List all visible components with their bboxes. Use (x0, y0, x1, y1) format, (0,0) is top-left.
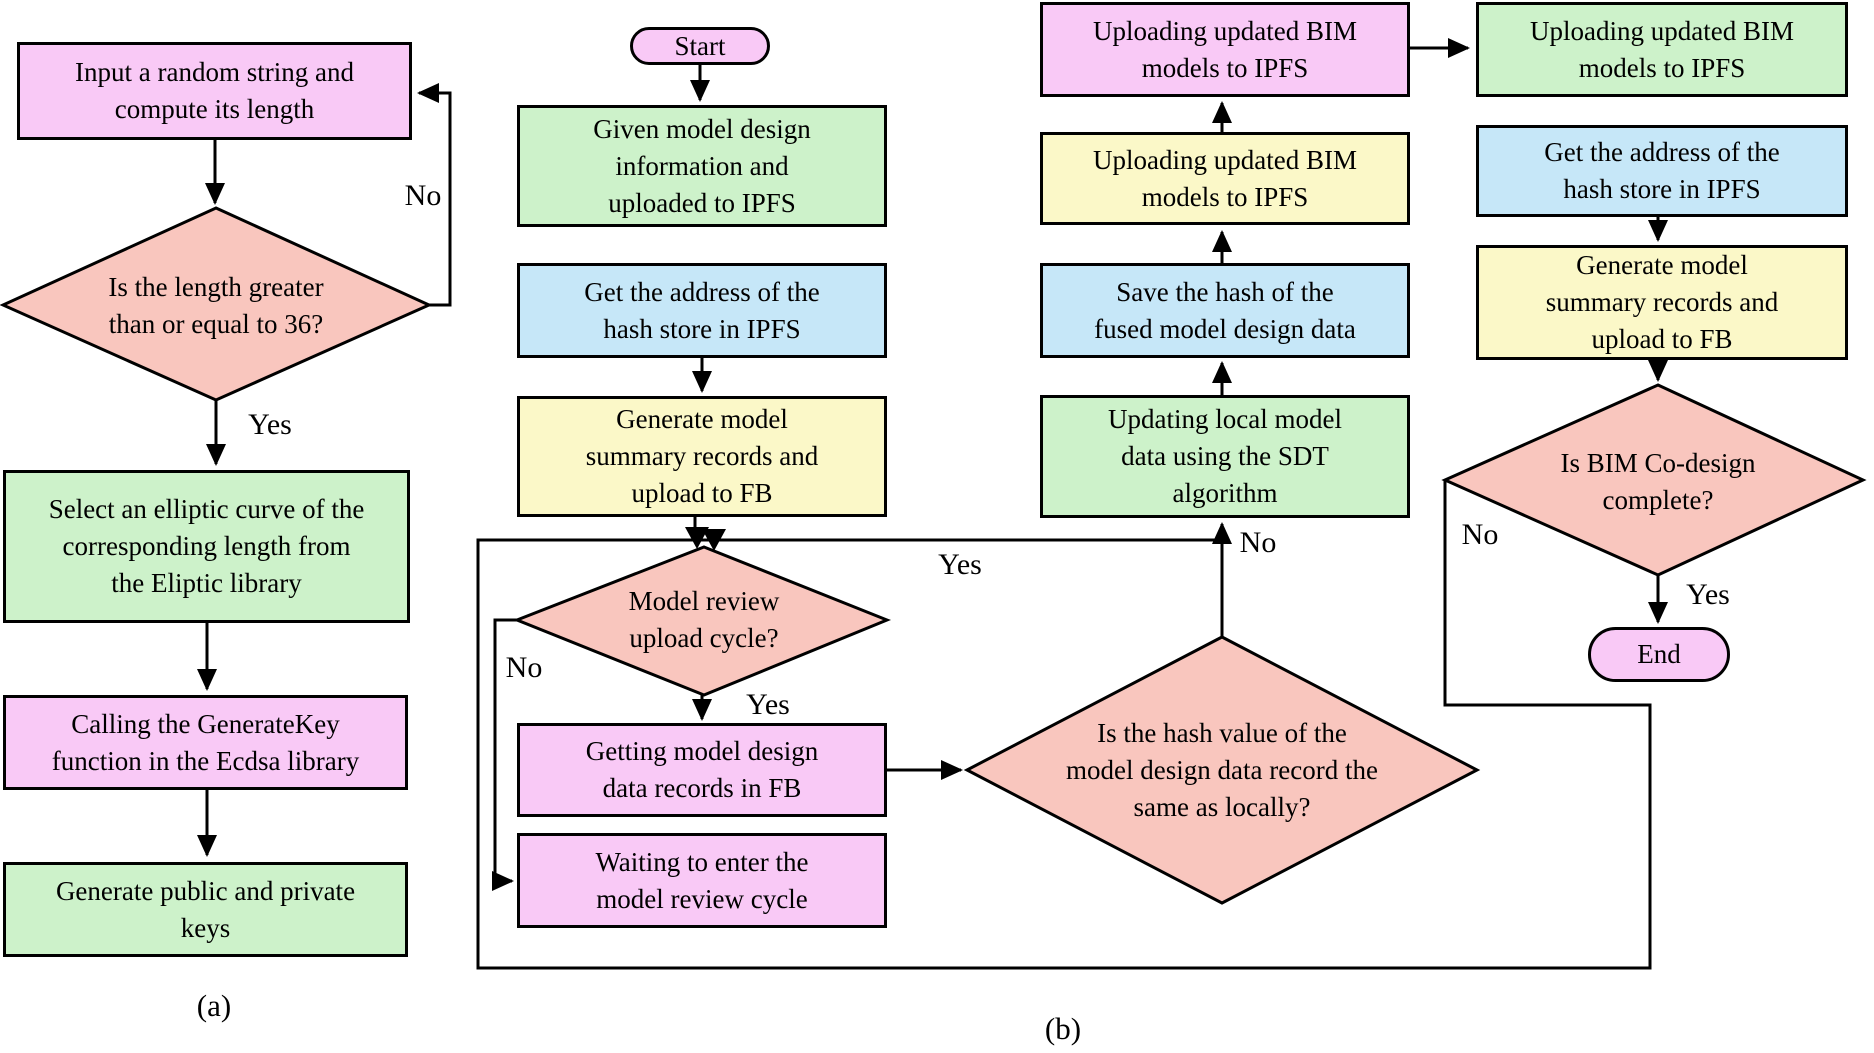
node-upload-bim-yellow: Uploading updated BIM models to IPFS (1040, 132, 1410, 225)
edge-b-codesign-no-loop (476, 480, 1652, 970)
node-generate-summary-1: Generate model summary records and uploa… (517, 396, 887, 517)
node-input-random-string: Input a random string and compute its le… (17, 42, 412, 140)
node-generate-summary-2: Generate model summary records and uploa… (1476, 245, 1848, 360)
label-a-no: No (404, 179, 442, 212)
decision-codesign-text: Is BIM Co-design complete? (1560, 448, 1756, 515)
decision-hash-text: Is the hash value of the model design da… (1066, 717, 1378, 822)
label-review-yes: Yes (746, 688, 790, 721)
arrowhead-review-top-left (685, 527, 709, 549)
arrowhead-review-top-right (702, 529, 726, 551)
node-select-curve: Select an elliptic curve of the correspo… (3, 470, 410, 623)
node-generate-keys: Generate public and private keys (3, 862, 408, 957)
node-get-address-1: Get the address of the hash store in IPF… (517, 263, 887, 358)
node-upload-bim-green: Uploading updated BIM models to IPFS (1476, 2, 1848, 97)
node-waiting-review: Waiting to enter the model review cycle (517, 833, 887, 928)
node-start: Start (630, 27, 770, 65)
caption-b: (b) (1044, 1011, 1082, 1046)
label-hash-no: No (1239, 526, 1277, 559)
node-getting-records: Getting model design data records in FB (517, 723, 887, 817)
node-call-generatekey: Calling the GenerateKey function in the … (3, 695, 408, 790)
node-get-address-2: Get the address of the hash store in IPF… (1476, 125, 1848, 217)
label-codesign-yes: Yes (1686, 578, 1730, 611)
decision-length-text: Is the length greater than or equal to 3… (108, 272, 324, 339)
decision-codesign-shape (1441, 383, 1867, 577)
decision-review-shape (512, 545, 892, 697)
label-review-no: No (505, 651, 543, 684)
node-upload-bim-pink: Uploading updated BIM models to IPFS (1040, 2, 1410, 97)
label-a-yes: Yes (248, 408, 292, 441)
edge-a-no-loop (417, 83, 452, 307)
node-updating-sdt: Updating local model data using the SDT … (1040, 395, 1410, 518)
decision-hash-shape (963, 635, 1481, 905)
decision-length-shape (0, 206, 433, 402)
node-end: End (1588, 627, 1730, 682)
node-save-hash: Save the hash of the fused model design … (1040, 263, 1410, 358)
decision-review-text: Model review upload cycle? (628, 586, 780, 653)
caption-a: (a) (196, 988, 232, 1023)
label-codesign-no: No (1461, 518, 1499, 551)
label-hash-yes: Yes (938, 548, 982, 581)
edge-b-review-no (492, 618, 517, 891)
node-given-model: Given model design information and uploa… (517, 105, 887, 227)
